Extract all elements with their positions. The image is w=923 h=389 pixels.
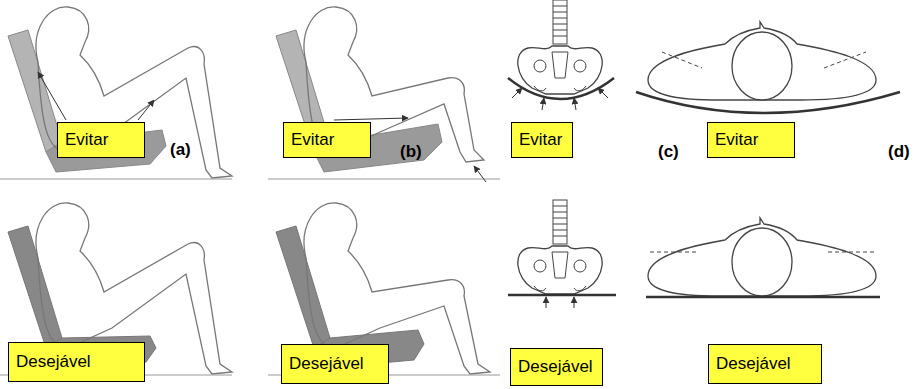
box-text: Evitar: [284, 130, 341, 150]
box-text: Desejável: [9, 352, 98, 372]
box-text: Desejável: [282, 354, 371, 374]
label-box: Desejável: [281, 344, 389, 384]
box-text: Desejável: [709, 354, 798, 374]
box-text: Evitar: [708, 130, 765, 150]
label-box: Evitar: [57, 122, 145, 158]
label-box: Evitar: [511, 122, 573, 158]
panel-letter: (d): [888, 142, 910, 162]
label-box: Evitar: [283, 122, 371, 158]
panel-letter: (c): [658, 142, 679, 162]
panel-letter: (b): [400, 142, 422, 162]
label-box: Desejável: [510, 348, 603, 386]
box-text: Evitar: [512, 130, 569, 150]
box-text: Evitar: [58, 130, 115, 150]
panel-letter: (a): [170, 140, 191, 160]
label-box: Evitar: [707, 122, 795, 158]
box-text: Desejável: [511, 357, 600, 377]
label-box: Desejável: [708, 344, 822, 384]
label-box: Desejável: [8, 342, 145, 382]
